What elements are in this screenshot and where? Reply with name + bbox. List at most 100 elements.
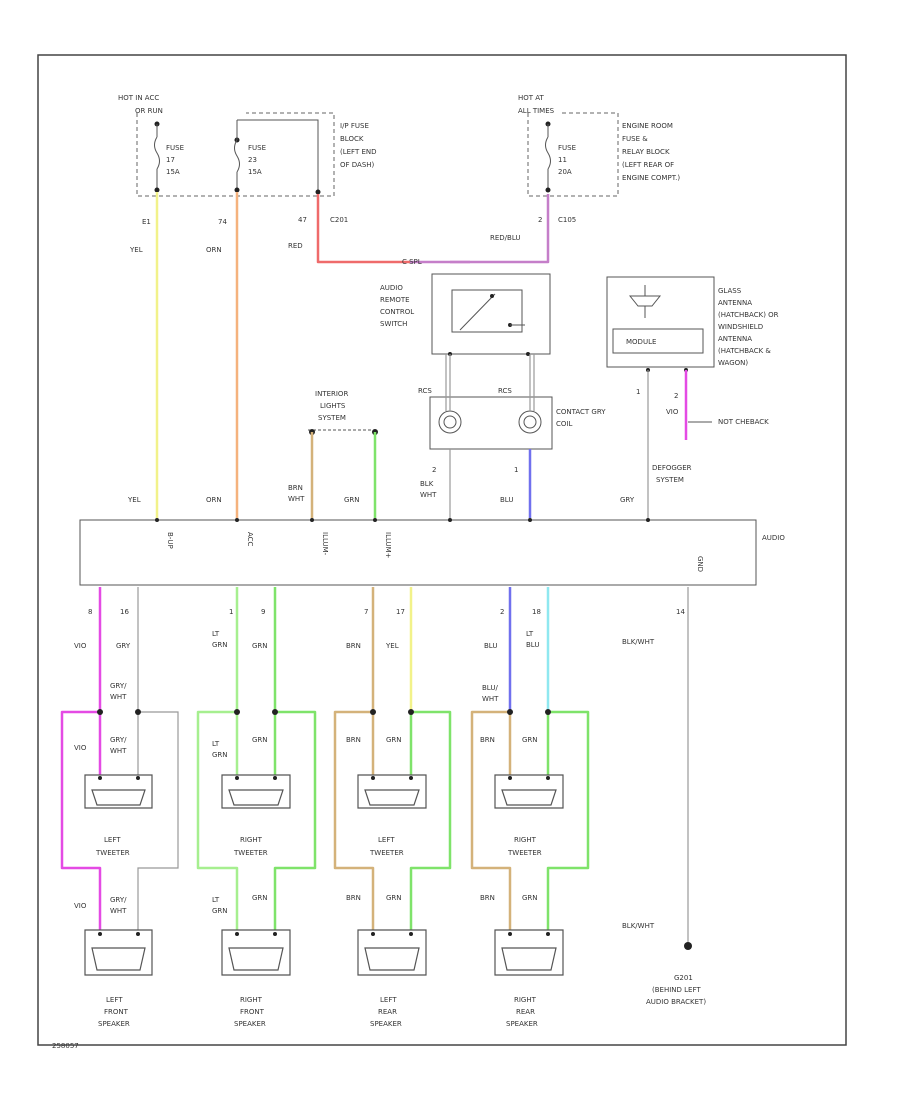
pin-2: 2 bbox=[538, 216, 542, 224]
contact-coil-label-1: CONTACT GRY bbox=[556, 408, 606, 416]
hot-all-header: HOT AT bbox=[518, 94, 545, 102]
fuse-23-num: 23 bbox=[248, 156, 257, 164]
ch4-w2a: LT bbox=[526, 630, 534, 638]
pin-row-2: 2 bbox=[500, 608, 504, 616]
speaker-channel-right-rear bbox=[470, 587, 590, 930]
wire-label-red: RED bbox=[288, 242, 303, 250]
defogger-label-1: DEFOGGER bbox=[652, 464, 692, 472]
engine-desc-1: ENGINE ROOM bbox=[622, 122, 673, 130]
ch3-w2: YEL bbox=[385, 642, 399, 650]
audio-pin-gnd: GND bbox=[696, 556, 704, 572]
glass-antenna: MODULE GLASS ANTENNA (HATCHBACK) OR WIND… bbox=[606, 276, 779, 400]
antenna-label-6: (HATCHBACK & bbox=[718, 347, 771, 355]
fuse-11-amp: 20A bbox=[558, 168, 572, 176]
wire-label-vio-antenna: VIO bbox=[666, 408, 679, 416]
pin-e1: E1 bbox=[142, 218, 151, 226]
antenna-label-5: ANTENNA bbox=[718, 335, 752, 343]
hot-acc-sub: OR RUN bbox=[135, 107, 163, 115]
wire-label-orn-top: ORN bbox=[206, 246, 222, 254]
audio-pin-illum-plus: ILLUM+ bbox=[384, 532, 392, 559]
ground-wire-label-lower: BLK/WHT bbox=[622, 922, 655, 930]
pin-74: 74 bbox=[218, 218, 227, 226]
tweeter-label-2b: TWEETER bbox=[233, 849, 268, 857]
speaker-label-3c: SPEAKER bbox=[370, 1020, 402, 1028]
speaker-channel-left-rear bbox=[333, 587, 452, 930]
speaker-label-1c: SPEAKER bbox=[98, 1020, 130, 1028]
speaker-label-3b: REAR bbox=[378, 1008, 397, 1016]
coil-pin-2: 2 bbox=[432, 466, 436, 474]
ch2-w3a: LT bbox=[212, 740, 220, 748]
ch4-low-w5: GRN bbox=[522, 894, 538, 902]
ch1-w3b: WHT bbox=[110, 693, 127, 701]
pin-row-7: 7 bbox=[364, 608, 368, 616]
engine-fuse-block: HOT AT ALL TIMES FUSE 11 20A ENGINE ROOM… bbox=[518, 94, 680, 197]
speaker-label-2a: RIGHT bbox=[240, 996, 263, 1004]
audio-remote-control-switch: AUDIO REMOTE CONTROL SWITCH bbox=[380, 273, 551, 356]
ch2-w5: GRN bbox=[252, 736, 268, 744]
speaker-label-2c: SPEAKER bbox=[234, 1020, 266, 1028]
ch1-low-w5b: WHT bbox=[110, 907, 127, 915]
fuse-11: FUSE 11 20A bbox=[545, 121, 576, 193]
pin-row-9: 9 bbox=[261, 608, 265, 616]
ch3-w3: BRN bbox=[346, 736, 361, 744]
ch2-w2: GRN bbox=[252, 642, 268, 650]
pin-row-14: 14 bbox=[676, 608, 685, 616]
ch4-w3b: WHT bbox=[482, 695, 499, 703]
antenna-module-label: MODULE bbox=[626, 338, 656, 346]
coil-pin-right: RCS bbox=[498, 387, 512, 395]
ch3-low-w3: BRN bbox=[346, 894, 361, 902]
ground-name-1: G201 bbox=[674, 974, 693, 982]
remote-switch-label-3: CONTROL bbox=[380, 308, 414, 316]
ch4-w5: GRN bbox=[522, 736, 538, 744]
speaker-left-front bbox=[84, 929, 153, 976]
fuse-17-name: FUSE bbox=[166, 144, 184, 152]
pin-row-18: 18 bbox=[532, 608, 541, 616]
ch2-low-w3b: GRN bbox=[212, 907, 228, 915]
pin-47: 47 bbox=[298, 216, 307, 224]
antenna-label-2: ANTENNA bbox=[718, 299, 752, 307]
audio-unit-label: AUDIO bbox=[762, 534, 785, 542]
fuse-17-num: 17 bbox=[166, 156, 175, 164]
speaker-channel-left-front bbox=[60, 587, 179, 930]
ip-desc-3: (LEFT END bbox=[340, 148, 377, 156]
fuse-23-amp: 15A bbox=[248, 168, 262, 176]
speaker-right-rear bbox=[494, 929, 564, 976]
ch3-low-w5: GRN bbox=[386, 894, 402, 902]
ground-g201: BLK/WHT BLK/WHT G201 (BEHIND LEFT AUDIO … bbox=[622, 587, 706, 1006]
tweeter-label-3b: TWEETER bbox=[369, 849, 404, 857]
coil-pin-1: 1 bbox=[514, 466, 518, 474]
tweeter-label-1a: LEFT bbox=[104, 836, 121, 844]
hot-acc-header: HOT IN ACC bbox=[118, 94, 159, 102]
audio-pin-b-up: B-UP bbox=[166, 532, 174, 549]
ch4-w4: BRN bbox=[480, 736, 495, 744]
ch2-low-w3a: LT bbox=[212, 896, 220, 904]
ch2-low-w5: GRN bbox=[252, 894, 268, 902]
antenna-label-7: WAGON) bbox=[718, 359, 748, 367]
wire-label-brn-wht-1: BRN bbox=[288, 484, 303, 492]
ip-desc-4: OF DASH) bbox=[340, 161, 375, 169]
ch4-w1: BLU bbox=[484, 642, 497, 650]
audio-pin-acc: ACC bbox=[246, 532, 254, 547]
connector-c-spl: C SPL bbox=[402, 258, 422, 266]
fuse-17: FUSE 17 15A bbox=[154, 121, 184, 193]
speaker-label-2b: FRONT bbox=[240, 1008, 265, 1016]
ip-desc-2: BLOCK bbox=[340, 135, 364, 143]
wire-label-brn-wht-2: WHT bbox=[288, 495, 305, 503]
interior-lights-label-3: SYSTEM bbox=[318, 414, 346, 422]
fuse-11-num: 11 bbox=[558, 156, 567, 164]
connector-c105: C105 bbox=[558, 216, 576, 224]
ch2-w1a: LT bbox=[212, 630, 220, 638]
ch1-w2: GRY bbox=[116, 642, 131, 650]
fuse-11-name: FUSE bbox=[558, 144, 576, 152]
ch1-w3a: GRY/ bbox=[110, 682, 127, 690]
tweeter-label-1b: TWEETER bbox=[95, 849, 130, 857]
remote-switch-label-1: AUDIO bbox=[380, 284, 403, 292]
speaker-label-4c: SPEAKER bbox=[506, 1020, 538, 1028]
engine-desc-2: FUSE & bbox=[622, 135, 648, 143]
ch4-w3a: BLU/ bbox=[482, 684, 498, 692]
ch3-w5: GRN bbox=[386, 736, 402, 744]
ip-fuse-block-outline bbox=[136, 112, 335, 197]
ground-name-3: AUDIO BRACKET) bbox=[646, 998, 706, 1006]
ip-fuse-block-bus bbox=[237, 119, 319, 196]
contact-coil: RCS RCS CONTACT GRY COIL 2 1 BLK WHT BLU bbox=[418, 354, 606, 504]
